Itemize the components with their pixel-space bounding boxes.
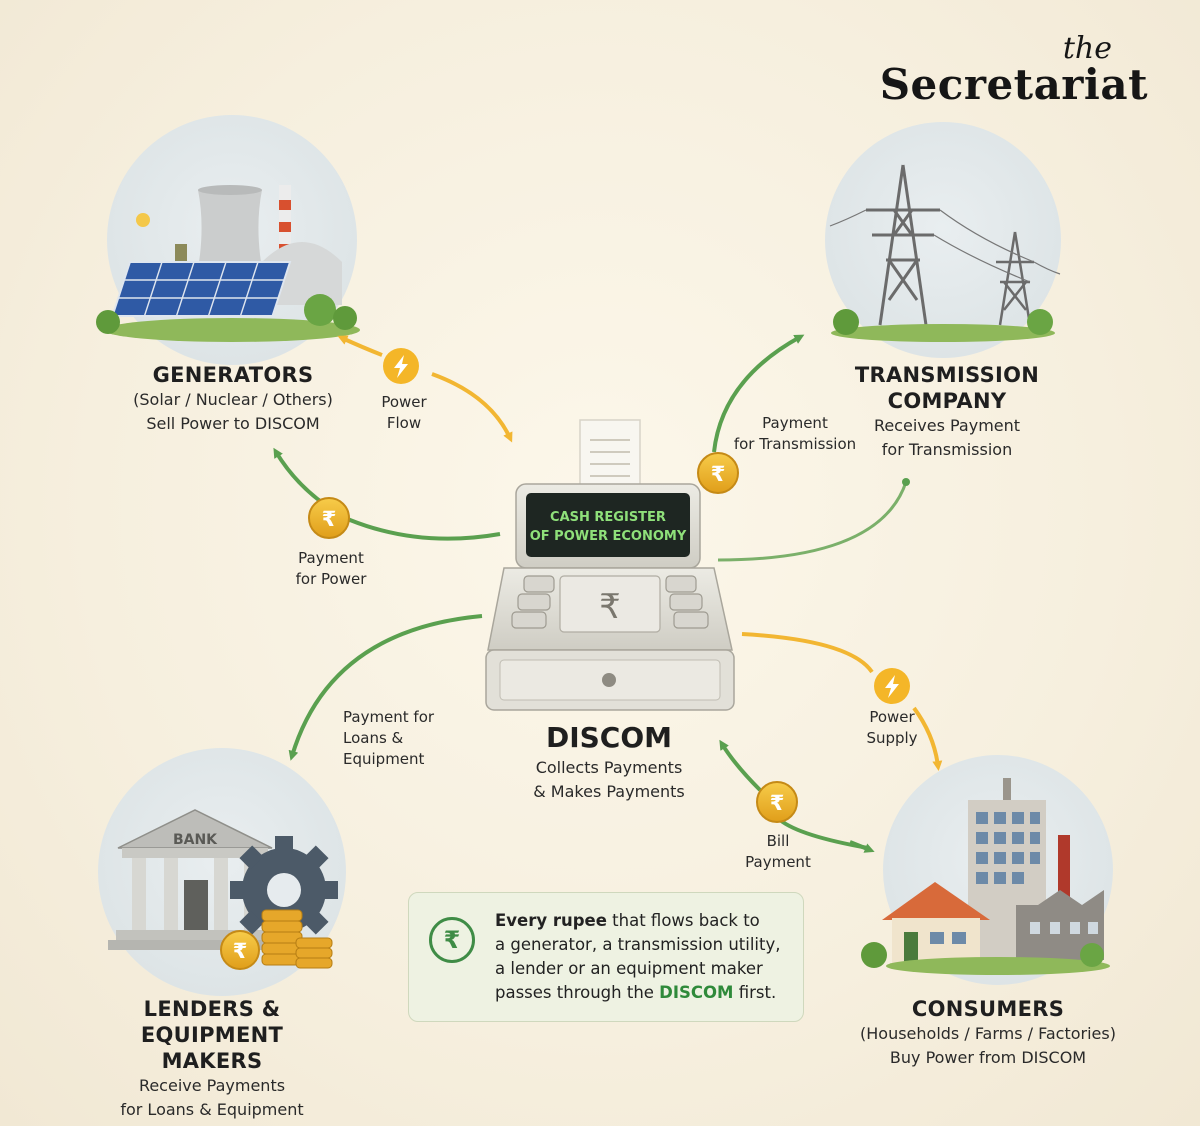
lenders-title-1: LENDERS & xyxy=(143,997,281,1021)
svg-text:₹: ₹ xyxy=(322,507,337,531)
discom-line1: Collects Payments xyxy=(535,758,683,777)
payment-transmission-arrow xyxy=(712,334,805,453)
transmission-illustration xyxy=(825,122,1061,358)
register-screen-line1: CASH REGISTER xyxy=(550,510,666,525)
note-bold: Every rupee xyxy=(495,911,607,930)
power-supply-label: Power Supply xyxy=(866,708,918,747)
register-screen-line2: OF POWER ECONOMY xyxy=(530,529,687,544)
payment-power-arrow xyxy=(273,447,501,541)
bill-payment-label: Bill Payment xyxy=(745,832,811,871)
power-flow-arrow-tail xyxy=(337,335,383,357)
payment-power-label: Payment for Power xyxy=(295,549,367,588)
lenders-label: LENDERS & EQUIPMENT MAKERS Receive Payme… xyxy=(90,996,334,1122)
lightning-icon xyxy=(874,668,910,704)
transmission-line2: for Transmission xyxy=(881,440,1013,459)
power-supply-arrow xyxy=(741,632,874,674)
lenders-line1: Receive Payments xyxy=(138,1076,286,1095)
generators-line1: (Solar / Nuclear / Others) xyxy=(133,390,333,409)
consumers-illustration xyxy=(861,755,1113,985)
lightning-icon xyxy=(383,348,419,384)
consumers-line2: Buy Power from DISCOM xyxy=(889,1048,1087,1067)
transmission-title-1: TRANSMISSION xyxy=(854,363,1040,387)
lenders-illustration: BANK xyxy=(98,748,346,996)
rupee-circle-icon: ₹ xyxy=(429,917,475,963)
brand-name: Secretariat xyxy=(879,60,1148,109)
bill-payment-arrow-tail xyxy=(849,840,875,853)
coin-rupee: ₹ xyxy=(233,939,248,963)
payment-transmission-label: Payment for Transmission xyxy=(733,414,857,453)
lenders-title-2: EQUIPMENT MAKERS xyxy=(140,1023,284,1073)
note-text: Every rupee that flows back to a generat… xyxy=(495,911,781,1002)
rupee-coin-icon: ₹ xyxy=(697,452,739,494)
discom-line2: & Makes Payments xyxy=(533,782,685,801)
generators-line2: Sell Power to DISCOM xyxy=(146,414,320,433)
discom-note-box: ₹ Every rupee that flows back to a gener… xyxy=(408,892,804,1022)
generators-title: GENERATORS xyxy=(152,363,314,387)
consumers-label: CONSUMERS (Households / Farms / Factorie… xyxy=(852,996,1124,1070)
power-flow-arrow xyxy=(431,372,513,443)
transmission-label: TRANSMISSION COMPANY Receives Payment fo… xyxy=(840,362,1054,462)
discom-label: DISCOM Collects Payments & Makes Payment… xyxy=(500,722,718,804)
generators-illustration xyxy=(96,115,360,365)
transmission-connector-line xyxy=(717,481,908,562)
consumers-line1: (Households / Farms / Factories) xyxy=(860,1024,1116,1043)
power-flow-label: Power Flow xyxy=(381,393,427,432)
power-supply-arrow-head xyxy=(912,706,943,771)
payment-loans-label: Payment for Loans & Equipment xyxy=(343,708,435,768)
brand-the: the xyxy=(1062,31,1112,66)
brand-logo: the Secretariat xyxy=(880,34,1148,106)
note-discom-highlight: DISCOM xyxy=(659,983,734,1002)
transmission-title-2: COMPANY xyxy=(887,389,1007,413)
generators-label: GENERATORS (Solar / Nuclear / Others) Se… xyxy=(100,362,366,436)
sun-icon xyxy=(136,213,150,227)
bill-payment-arrow-head xyxy=(719,739,762,792)
cash-register-illustration: CASH REGISTER OF POWER ECONOMY ₹ xyxy=(485,419,735,711)
discom-title: DISCOM xyxy=(545,721,673,754)
transmission-line1: Receives Payment xyxy=(873,416,1021,435)
rupee-coin-icon: ₹ xyxy=(756,781,798,823)
consumers-title: CONSUMERS xyxy=(911,997,1065,1021)
payment-loans-arrow xyxy=(288,614,483,761)
bank-sign: BANK xyxy=(173,832,218,848)
register-rupee: ₹ xyxy=(599,587,621,627)
lenders-line2: for Loans & Equipment xyxy=(120,1100,304,1119)
svg-text:₹: ₹ xyxy=(711,462,726,486)
rupee-coin-icon: ₹ xyxy=(308,497,350,539)
svg-text:₹: ₹ xyxy=(770,791,785,815)
